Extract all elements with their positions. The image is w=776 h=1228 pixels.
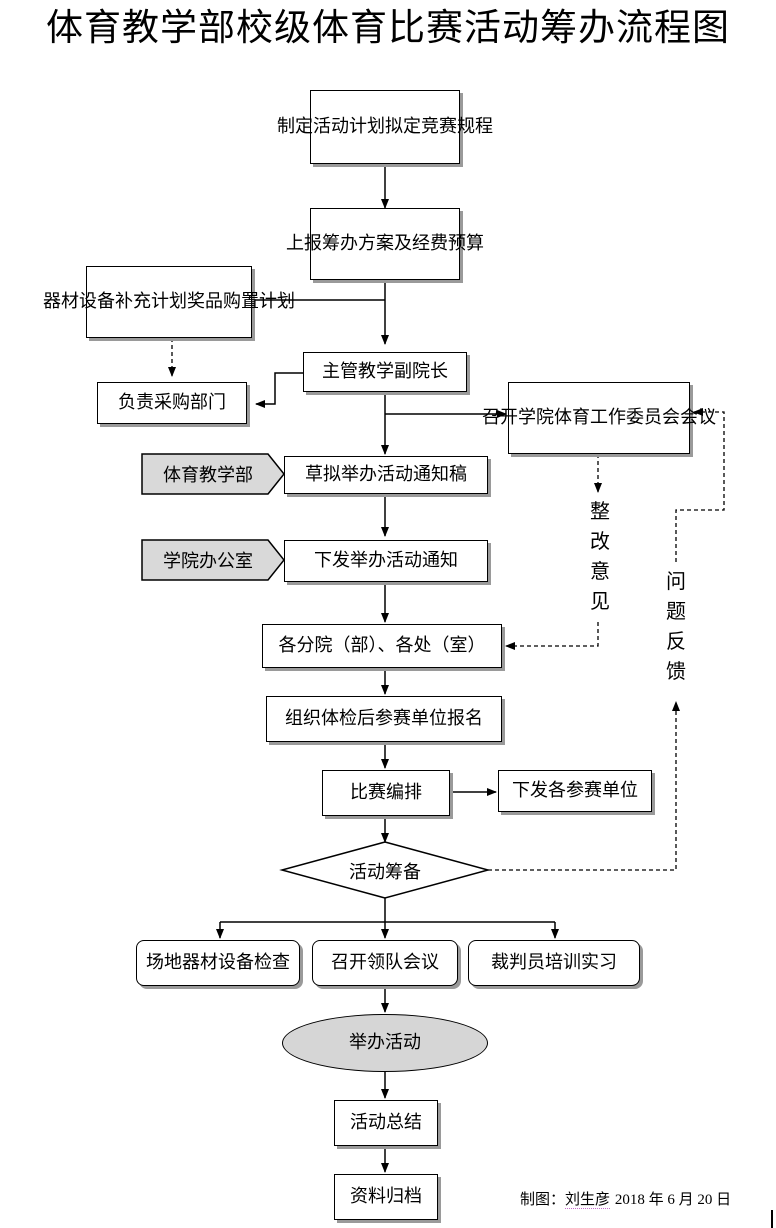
node-referee-training: 裁判员培训实习 [468, 940, 640, 986]
credit-date: 2018 年 6 月 20 日 [614, 1192, 732, 1208]
credit-author: 刘生彦 [565, 1190, 611, 1209]
node-report-line-1: 上报筹办方案 [286, 233, 394, 254]
node-report-line-2: 及经费预算 [394, 233, 484, 254]
node-purchasing: 负责采购部门 [97, 382, 247, 424]
arrow-rectification-departments [505, 622, 599, 650]
node-summary: 活动总结 [334, 1100, 438, 1146]
node-issue-units: 下发各参赛单位 [498, 770, 652, 812]
node-plan-line-2: 拟定竞赛规程 [385, 116, 493, 137]
tag-office-arrow [141, 539, 285, 581]
node-venue-check: 场地器材设备检查 [136, 940, 300, 986]
credit-prefix: 制图： [520, 1190, 566, 1208]
node-equipment-plan-line-1: 器材设备补充计划 [43, 291, 187, 312]
preparation-diamond [279, 841, 491, 899]
credit-line: 制图：刘生彦 2018 年 6 月 20 日 [520, 1188, 731, 1209]
node-draft-notice: 草拟举办活动通知稿 [284, 456, 488, 494]
tag-office: 学院办公室 [163, 551, 253, 572]
line-feedback-top [675, 408, 725, 562]
node-equipment-plan: 器材设备补充计划奖品购置计划 [43, 266, 295, 338]
node-preparation: 活动筹备 [349, 862, 421, 883]
tag-pe: 体育教学部 [163, 465, 253, 486]
node-equipment-plan-line-2: 奖品购置计划 [187, 291, 295, 312]
node-issue-notice: 下发举办活动通知 [284, 540, 488, 582]
node-hold-event: 举办活动 [282, 1014, 488, 1072]
node-plan: 制定活动计划拟定竞赛规程 [277, 90, 493, 164]
tag-pe-arrow [141, 453, 285, 495]
arrow-vicedean-purchasing [255, 372, 303, 408]
node-team-meeting: 召开领队会议 [312, 940, 458, 986]
node-report: 上报筹办方案及经费预算 [286, 208, 484, 280]
label-feedback: 问 题 反 馈 [664, 566, 688, 686]
node-committee-line-1: 召开学院体育工作 [482, 407, 626, 428]
node-departments: 各分院（部）、各处（室） [262, 624, 502, 668]
node-plan-line-1: 制定活动计划 [277, 116, 385, 137]
node-archive: 资料归档 [334, 1174, 438, 1220]
node-committee: 召开学院体育工作委员会会议 [482, 382, 716, 454]
node-registration: 组织体检后参赛单位报名 [266, 696, 502, 742]
node-scheduling: 比赛编排 [322, 770, 450, 816]
label-rectification: 整 改 意 见 [588, 496, 612, 616]
page-title: 体育教学部校级体育比赛活动筹办流程图 [46, 6, 730, 49]
node-vice-dean: 主管教学副院长 [303, 352, 467, 392]
node-committee-line-2: 委员会会议 [626, 407, 716, 428]
